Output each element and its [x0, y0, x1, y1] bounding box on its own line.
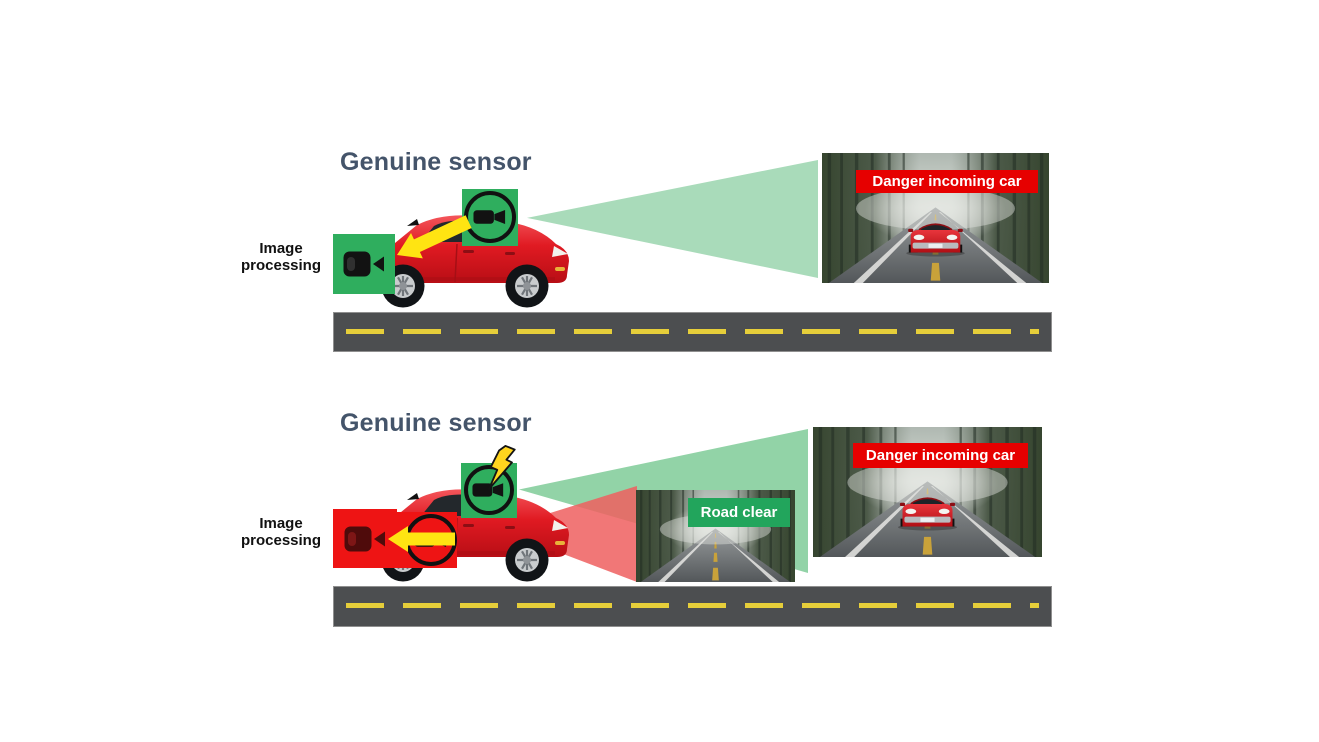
oncoming-car-illustration — [906, 223, 965, 257]
image-processing-unit-compromised — [333, 509, 397, 568]
detection-banner: Danger incoming car — [853, 443, 1028, 468]
image-processing-label: Image processing — [231, 240, 331, 274]
spoofed-status-banner: Road clear — [688, 498, 790, 527]
scenario-attacked: Genuine sensor Image processing — [0, 370, 1319, 742]
video-camera-icon — [472, 483, 504, 497]
image-processing-label: Image processing — [231, 515, 331, 549]
data-flow-arrow-icon — [397, 215, 472, 259]
image-processing-label-line1: Image — [259, 240, 303, 257]
front-wheel — [505, 264, 549, 308]
camera-view-spoofed: Road clear — [636, 490, 795, 582]
camera-icon — [344, 526, 385, 551]
scenario-title: Genuine sensor — [340, 148, 532, 176]
rear-wheel — [381, 264, 425, 308]
image-processing-label-line2: processing — [240, 257, 322, 274]
road-center-dashes — [346, 603, 1039, 608]
road — [333, 312, 1052, 352]
sensor-lens-ring — [464, 465, 514, 515]
video-camera-icon — [472, 210, 505, 224]
front-wheel — [505, 538, 549, 582]
image-processing-unit — [333, 234, 395, 294]
road-center-dashes — [346, 329, 1039, 334]
scenario-title: Genuine sensor — [340, 409, 532, 437]
detection-banner-text: Danger incoming car — [865, 447, 1016, 464]
roof-camera-sensor — [461, 463, 517, 518]
camera-icon — [343, 251, 384, 277]
image-processing-label-line2: processing — [240, 532, 322, 549]
camera-view-danger: Danger incoming car — [822, 153, 1049, 283]
data-flow-arrow-icon — [388, 526, 455, 552]
detection-banner: Danger incoming car — [856, 170, 1038, 193]
lightning-attack-icon — [488, 445, 516, 491]
scenario-genuine: Genuine sensor Image processing — [0, 0, 1319, 370]
oncoming-car-illustration — [898, 497, 957, 531]
spoofed-status-banner-text: Road clear — [700, 504, 778, 521]
detection-banner-text: Danger incoming car — [872, 173, 1022, 190]
road — [333, 586, 1052, 627]
forest-road-image — [636, 490, 795, 582]
roof-camera-sensor — [462, 189, 518, 246]
image-processing-label-line1: Image — [259, 515, 303, 532]
camera-view-actual-danger: Danger incoming car — [813, 427, 1042, 557]
